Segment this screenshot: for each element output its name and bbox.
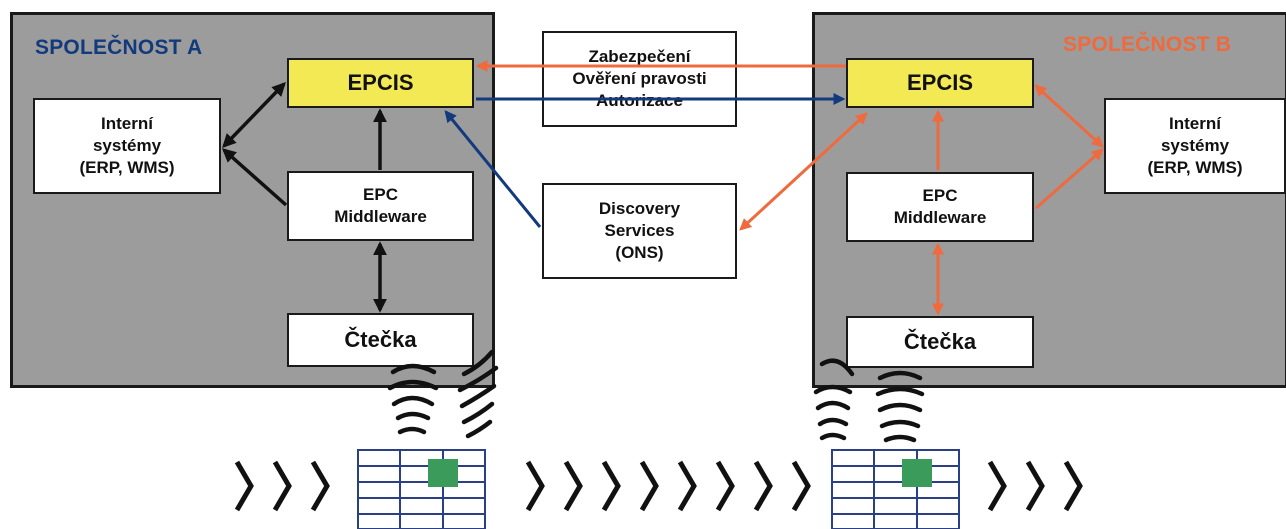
chevron	[1025, 460, 1045, 512]
company-a-middleware-line1: EPC	[363, 185, 398, 204]
chevron	[639, 460, 659, 512]
company-a-radio-waves	[387, 349, 499, 439]
company-b-middleware-line1: EPC	[922, 186, 958, 205]
chevron	[234, 460, 254, 512]
chevron	[753, 460, 773, 512]
company-b-radio-waves	[813, 358, 925, 443]
rfid-tag-a	[357, 449, 486, 529]
company-a-internal-line2: systémy	[92, 136, 162, 155]
company-b-middleware-line2: Middleware	[893, 208, 987, 227]
chevron	[563, 460, 583, 512]
security-line1: Zabezpečení	[588, 47, 691, 66]
discovery-line2: Services	[604, 221, 675, 240]
company-a-reader-box: Čtečka	[287, 313, 474, 367]
chevron	[791, 460, 811, 512]
chevron	[715, 460, 735, 512]
chevron	[1063, 460, 1083, 512]
company-a-internal-systems-box: Interní systémy (ERP, WMS)	[33, 98, 221, 194]
chevron	[601, 460, 621, 512]
company-a-middleware-box: EPC Middleware	[287, 171, 474, 241]
chevron	[310, 460, 330, 512]
arrow-b-epcis-internal	[1034, 84, 1104, 148]
company-b-title: SPOLEČNOST B	[1063, 33, 1232, 56]
company-a-internal-line1: Interní	[101, 114, 153, 133]
company-a-epcis-label: EPCIS	[347, 70, 414, 95]
company-b-internal-line2: systémy	[1160, 136, 1230, 155]
company-a-reader-label: Čtečka	[344, 327, 417, 352]
company-b-internal-line3: (ERP, WMS)	[1147, 158, 1243, 177]
flow-chevrons	[234, 460, 1083, 512]
company-b-epcis-label: EPCIS	[906, 70, 974, 95]
security-line2: Ověření pravosti	[572, 69, 707, 88]
company-a-epcis-box: EPCIS	[287, 58, 474, 108]
chevron	[677, 460, 697, 512]
company-b-internal-line1: Interní	[1169, 114, 1221, 133]
company-b-reader-box: Čtečka	[846, 316, 1034, 368]
discovery-line3: (ONS)	[615, 243, 664, 262]
company-b-epcis-box: EPCIS	[846, 58, 1034, 108]
tag-chip	[902, 459, 932, 487]
company-a-title: SPOLEČNOST A	[35, 36, 203, 59]
arrow-a-epcis-discovery	[444, 110, 542, 228]
company-b-middleware-box: EPC Middleware	[846, 172, 1034, 242]
company-b-reader-label: Čtečka	[903, 329, 977, 354]
discovery-line1: Discovery	[598, 199, 681, 218]
tag-chip	[428, 459, 458, 487]
chevron	[987, 460, 1007, 512]
arrow-b-epcis-discovery	[739, 112, 868, 231]
company-a-internal-line3: (ERP, WMS)	[79, 158, 175, 177]
arrow-b-middleware-internal	[1035, 148, 1104, 210]
rfid-tag-b	[831, 449, 960, 529]
security-box: Zabezpečení Ověření pravosti Autorizace	[542, 31, 737, 127]
arrow-a-middleware-internal	[221, 148, 288, 207]
arrow-a-internal-epcis	[222, 81, 286, 149]
chevron	[272, 460, 292, 512]
chevron	[525, 460, 545, 512]
company-a-middleware-line2: Middleware	[334, 207, 427, 226]
discovery-services-box: Discovery Services (ONS)	[542, 183, 737, 279]
company-b-internal-systems-box: Interní systémy (ERP, WMS)	[1104, 98, 1286, 194]
